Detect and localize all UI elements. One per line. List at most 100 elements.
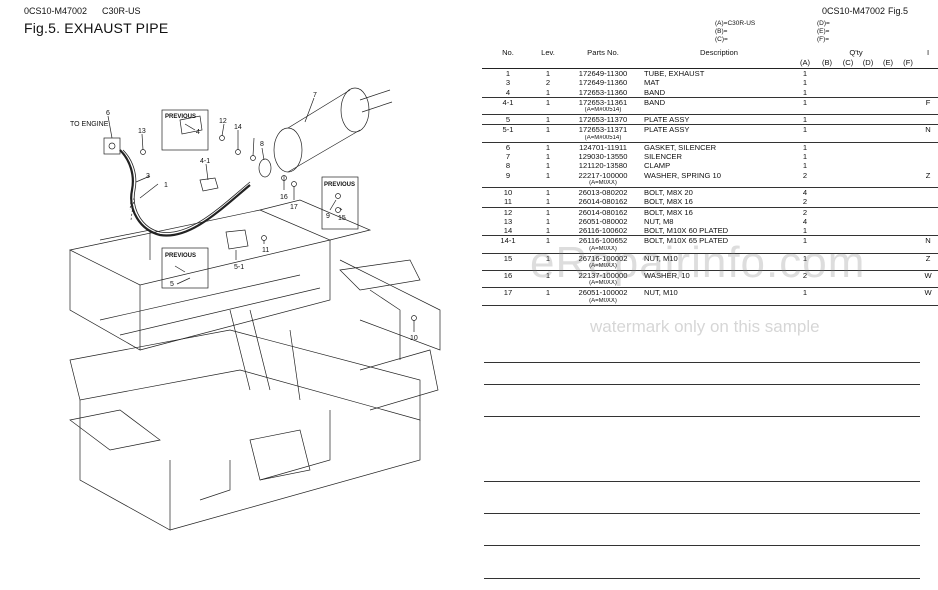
cell-lev: 1: [545, 152, 551, 162]
col-qty-f: (F): [898, 58, 919, 69]
empty-row-line: [484, 578, 920, 579]
cell-lev: 1: [545, 142, 551, 152]
cell-lev: 1: [534, 114, 562, 126]
col-qty-b: (B): [816, 58, 838, 69]
cell-a: 1: [802, 78, 808, 88]
cell-i: [918, 87, 938, 98]
cell-i: [918, 217, 938, 226]
exhaust-pipe-diagram: TO ENGINE PREVIOUS PREVIOUS PREVIOUS 1 3…: [68, 87, 441, 531]
cell-part: 26014-080162: [578, 207, 628, 217]
doc-id-right: 0CS10-M47002: [822, 6, 886, 16]
serial-note: (A=M0XX): [562, 263, 644, 272]
empty-row-line: [484, 384, 920, 385]
previous-box-1: [161, 109, 209, 151]
cell-a: 4: [802, 187, 808, 197]
col-qty-e: (E): [878, 58, 898, 69]
cell-part: 129030-13550: [578, 152, 628, 162]
cell-no: 6: [505, 142, 511, 152]
cell-a: 4: [802, 216, 808, 226]
cell-desc: NUT, M10: [644, 253, 678, 263]
cell-part: 172653-11370: [562, 114, 644, 126]
cell-lev: 1: [545, 69, 551, 78]
callout-6: 6: [106, 110, 110, 117]
col-qty-a: (A): [794, 58, 816, 69]
serial-note: (A=M0XX): [562, 179, 644, 188]
empty-row-line: [484, 545, 920, 546]
cell-lev: 1: [545, 207, 551, 217]
cell-no: 4-1: [502, 97, 514, 107]
watermark-site: eRepairinfo.com: [530, 238, 866, 287]
table-header-row-1: No. Lev. Parts No. Description Q'ty I R: [482, 48, 938, 58]
cell-part: 26051-100002: [578, 288, 628, 298]
cell-desc: TUBE, EXHAUST: [644, 69, 705, 78]
cell-lev: 1: [534, 226, 562, 237]
cell-lev: 1: [545, 97, 551, 107]
cell-i: [918, 114, 938, 126]
cell-part: 22217-100000: [578, 170, 628, 180]
cell-lev: 1: [545, 170, 551, 180]
callout-16: 16: [280, 194, 288, 201]
callout-8: 8: [260, 141, 264, 148]
cell-desc: NUT, M8: [644, 216, 674, 226]
cell-no: 9: [505, 170, 511, 180]
table-row-note: (A=M0XX): [482, 245, 938, 254]
model-legend-right: (D)= (E)= (F)=: [817, 20, 830, 45]
col-description: Description: [700, 48, 738, 58]
cell-lev: 1: [545, 187, 551, 197]
callout-5-1: 5-1: [234, 264, 244, 271]
empty-row-line: [484, 513, 920, 514]
cell-part: 172653-11371: [578, 125, 628, 135]
callout-10: 10: [410, 335, 418, 342]
cell-a: 1: [794, 87, 816, 98]
previous-label-1: PREVIOUS: [165, 114, 196, 120]
page-title: Fig.5. EXHAUST PIPE: [24, 20, 169, 36]
cell-lev: 1: [545, 216, 551, 226]
cell-lev: 1: [545, 236, 551, 246]
cell-a: 1: [794, 114, 816, 126]
cell-no: 14: [482, 226, 534, 237]
cell-part: 172653-11361: [578, 97, 628, 107]
cell-a: 1: [802, 142, 808, 152]
cell-a: 1: [802, 125, 808, 135]
callout-14: 14: [234, 124, 242, 131]
callout-1: 1: [164, 182, 168, 189]
cell-i: [918, 78, 938, 87]
cell-no: 13: [503, 216, 513, 226]
cell-a: 1: [802, 253, 808, 263]
cell-desc: GASKET, SILENCER: [644, 142, 717, 152]
cell-a: 1: [802, 69, 808, 78]
cell-a: 1: [802, 161, 808, 171]
cell-part: 172649-11360: [578, 78, 628, 88]
cell-a: 1: [802, 152, 808, 162]
cell-no: 10: [503, 187, 513, 197]
cell-i: [918, 69, 938, 79]
cell-no: 1: [505, 69, 511, 78]
cell-part: 121120-13580: [578, 161, 628, 171]
cell-lev: 1: [545, 161, 551, 171]
callout-15: 15: [338, 215, 346, 222]
cell-part: 26014-080162: [562, 197, 644, 208]
cell-no: 8: [505, 161, 511, 171]
table-row-note: (A=M0XX): [482, 263, 938, 272]
cell-part: 172653-11360: [562, 87, 644, 98]
cell-i: N: [925, 236, 931, 246]
watermark-note: watermark only on this sample: [590, 317, 820, 336]
previous-label-2: PREVIOUS: [165, 253, 196, 259]
callout-7: 7: [313, 92, 317, 99]
cell-no: 11: [482, 197, 534, 208]
parts-table: No. Lev. Parts No. Description Q'ty I R …: [482, 48, 938, 306]
cell-desc: BOLT, M8X 16: [644, 197, 794, 208]
table-row-note: (A=M0XX): [482, 179, 938, 188]
cell-desc: PLATE ASSY: [644, 125, 690, 135]
cell-no: 16: [503, 271, 513, 281]
